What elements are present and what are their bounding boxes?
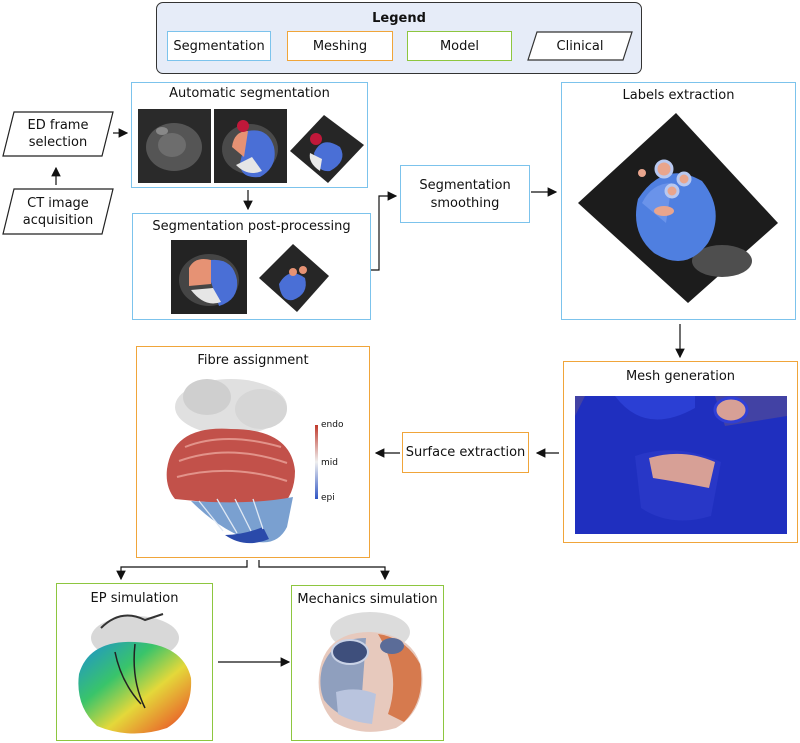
ct-acquisition-step: CT image acquisition <box>2 188 114 235</box>
segmentation-smoothing-title: Segmentation smoothing <box>419 178 511 211</box>
automatic-segmentation-step: Automatic segmentation <box>131 82 368 188</box>
segmentation-ct-images <box>138 109 364 183</box>
surface-extraction-step: Surface extraction <box>402 432 529 473</box>
legend-title: Legend <box>372 11 426 26</box>
segmentation-smoothing-step: Segmentation smoothing <box>400 165 530 223</box>
ed-frame-selection-step: ED frame selection <box>2 111 114 157</box>
legend-clinical: Clinical <box>527 31 633 61</box>
fibre-assignment-title: Fibre assignment <box>197 353 309 368</box>
fibre-assignment-step: Fibre assignment endo mid epi <box>136 346 370 558</box>
post-processing-images <box>171 240 331 314</box>
ep-simulation-title: EP simulation <box>90 591 179 606</box>
mechanics-simulation-title: Mechanics simulation <box>297 592 438 607</box>
colorbar-label-epi: epi <box>321 493 335 503</box>
labels-extraction-title: Labels extraction <box>622 88 735 103</box>
ep-simulation-step: EP simulation <box>56 583 213 741</box>
post-processing-title: Segmentation post-processing <box>152 219 351 234</box>
ed-frame-selection-label: ED frame selection <box>27 118 89 150</box>
legend-clinical-label: Clinical <box>556 38 604 54</box>
labels-extraction-image <box>578 113 778 303</box>
colorbar-label-endo: endo <box>321 420 344 430</box>
mechanics-simulation-step: Mechanics simulation <box>291 585 444 741</box>
fibre-colorbar <box>315 425 318 499</box>
segmentation-post-processing-step: Segmentation post-processing <box>132 213 371 320</box>
colorbar-label-mid: mid <box>321 458 338 468</box>
mesh-generation-image <box>575 396 787 534</box>
automatic-segmentation-title: Automatic segmentation <box>169 86 330 101</box>
legend: Legend Segmentation Meshing Model Clinic… <box>156 2 642 74</box>
ep-simulation-image <box>78 613 192 734</box>
ct-acquisition-label: CT image acquisition <box>22 195 94 228</box>
legend-model: Model <box>407 31 512 61</box>
legend-meshing: Meshing <box>287 31 393 61</box>
legend-segmentation: Segmentation <box>167 31 271 61</box>
surface-extraction-title: Surface extraction <box>405 445 526 460</box>
mechanics-simulation-image <box>318 612 423 732</box>
mesh-generation-title: Mesh generation <box>625 369 736 384</box>
labels-extraction-step: Labels extraction <box>561 82 796 320</box>
fibre-assignment-image <box>166 379 295 544</box>
mesh-generation-step: Mesh generation <box>563 361 798 543</box>
